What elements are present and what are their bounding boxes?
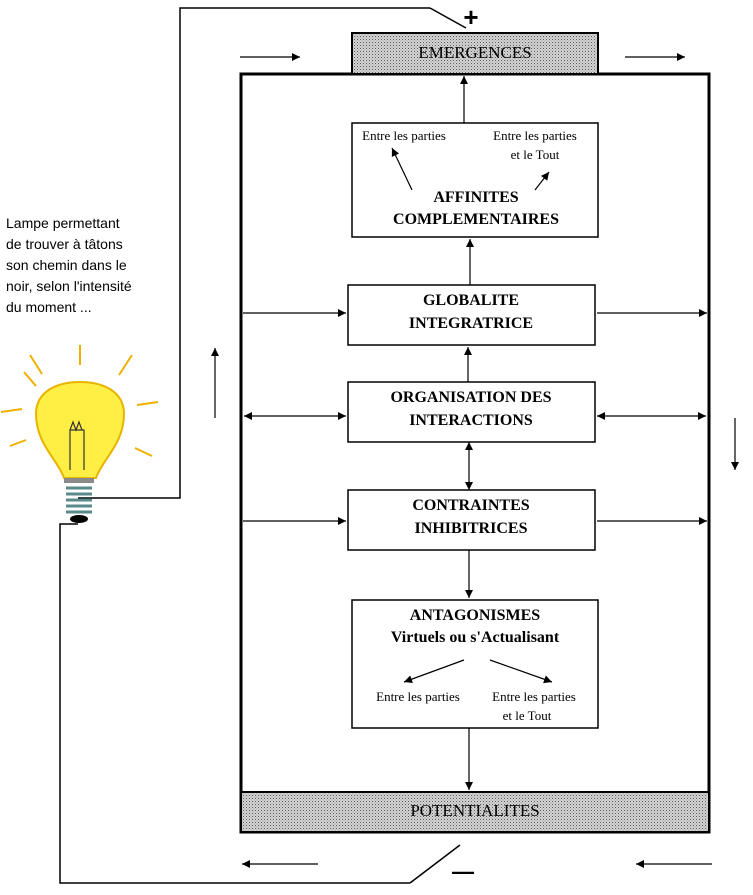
potentialites-label: POTENTIALITES — [410, 801, 539, 820]
globalite-title-1: GLOBALITE — [423, 292, 519, 309]
affinites-title-1: AFFINITES — [433, 189, 518, 206]
lamp-caption-line-2: de trouver à tâtons — [6, 236, 123, 252]
emergences-band — [351, 32, 599, 75]
circuit-wires — [59, 7, 467, 884]
antagonismes-sub-right-2: et le Tout — [503, 708, 552, 723]
lamp-caption: Lampe permettant de trouver à tâtons son… — [6, 213, 176, 318]
plus-sign: + — [463, 2, 478, 32]
bulb-filament-coil — [69, 420, 83, 432]
potentialites-band — [240, 791, 710, 833]
horizontal-connectors — [243, 309, 707, 525]
antagonismes-title-2: Virtuels ou s'Actualisant — [391, 629, 560, 646]
wire-bottom — [59, 523, 410, 884]
bulb-screw-base — [66, 486, 92, 514]
antagonismes-inner-arrows — [403, 659, 553, 684]
contraintes-title-2: INHIBITRICES — [415, 520, 528, 537]
organisation-title-1: ORGANISATION DES — [390, 389, 551, 406]
light-rays — [0, 345, 159, 457]
affinites-sub-right-1: Entre les parties — [493, 128, 577, 143]
affinites-sub-right-2: et le Tout — [511, 147, 560, 162]
vertical-connectors — [460, 76, 474, 790]
bulb-tip — [70, 515, 88, 523]
minus-sign: — — [452, 859, 474, 884]
antagonismes-sub-right-1: Entre les parties — [492, 689, 576, 704]
box-affinites — [351, 122, 599, 238]
lightbulb-icon — [0, 345, 159, 523]
lamp-caption-line-5: du moment ... — [6, 299, 92, 315]
lamp-caption-line-3: son chemin dans le — [6, 257, 127, 273]
antagonismes-title-1: ANTAGONISMES — [410, 607, 540, 624]
lamp-caption-line-1: Lampe permettant — [6, 215, 120, 231]
lamp-caption-line-4: noir, selon l'intensité — [6, 278, 132, 294]
bulb-filament-stem — [69, 429, 85, 470]
bulb-collar — [64, 478, 94, 483]
box-organisation — [347, 381, 596, 443]
switch-top — [429, 7, 467, 29]
box-globalite — [347, 284, 596, 346]
organisation-title-2: INTERACTIONS — [409, 412, 533, 429]
box-antagonismes — [351, 599, 599, 729]
affinites-title-2: COMPLEMENTAIRES — [393, 211, 559, 228]
contraintes-title-1: CONTRAINTES — [412, 497, 529, 514]
flow-arrows — [211, 53, 739, 868]
wire-top — [78, 7, 430, 499]
switch-bottom — [409, 844, 461, 884]
antagonismes-sub-left: Entre les parties — [376, 689, 460, 704]
emergences-label: EMERGENCES — [418, 43, 531, 62]
globalite-title-2: INTEGRATRICE — [409, 315, 533, 332]
affinites-sub-left: Entre les parties — [362, 128, 446, 143]
affinites-inner-arrows — [391, 147, 550, 191]
box-contraintes — [347, 489, 596, 551]
